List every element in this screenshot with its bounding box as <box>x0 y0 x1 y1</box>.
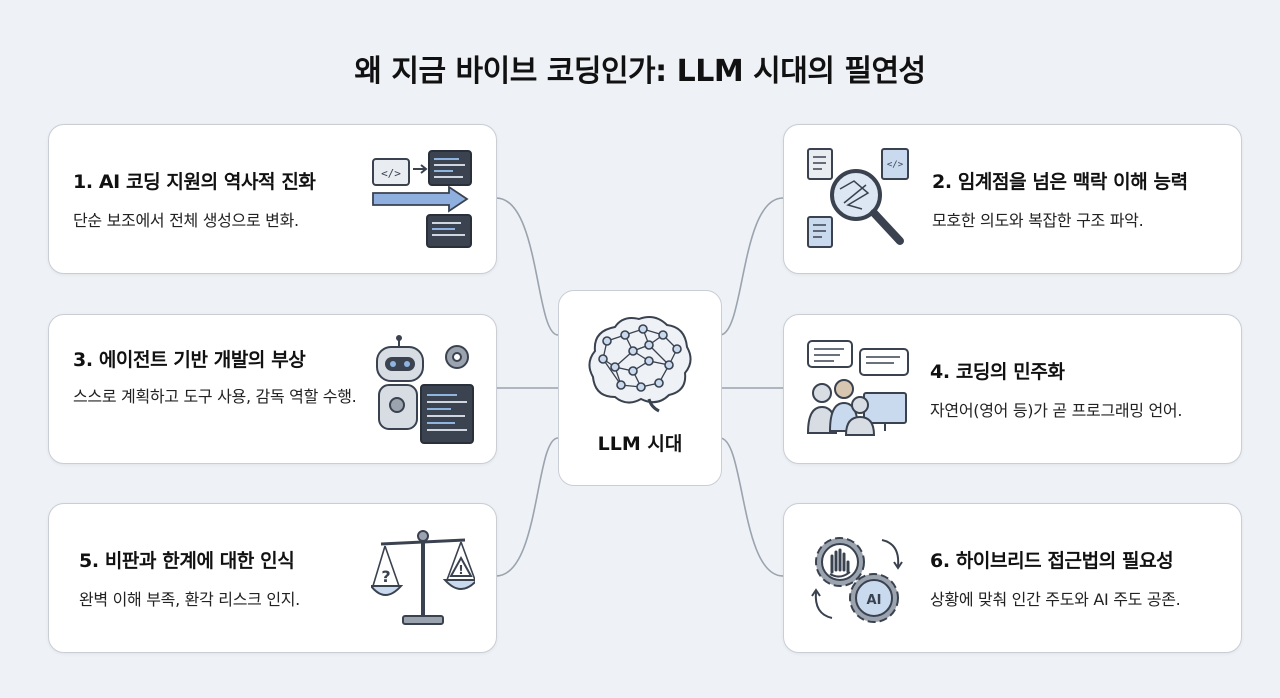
svg-text:</>: </> <box>887 160 904 170</box>
balance-scale-icon: ? ! <box>371 530 475 625</box>
ai-badge: AI <box>867 593 882 608</box>
card-description: 완벽 이해 부족, 환각 리스크 인지. <box>79 590 300 609</box>
card-heading: 3. 에이전트 기반 개발의 부상 <box>73 349 306 371</box>
card-coding-democratization: 4. 코딩의 민주화 자연어(영어 등)가 곧 프로그래밍 언어. <box>783 314 1242 464</box>
connector-5 <box>495 437 559 577</box>
card-description: 모호한 의도와 복잡한 구조 파악. <box>932 211 1144 230</box>
card-context-understanding: </> 2. 임계점을 넘은 맥락 이해 능력 모호한 의도와 복잡한 구조 파… <box>783 124 1242 274</box>
hybrid-gears-icon: AI <box>811 537 903 623</box>
card-heading: 1. AI 코딩 지원의 역사적 진화 <box>73 171 316 193</box>
magnifier-documents-icon: </> <box>807 148 909 248</box>
card-description: 자연어(영어 등)가 곧 프로그래밍 언어. <box>930 401 1183 420</box>
card-heading: 5. 비판과 한계에 대한 인식 <box>79 550 295 572</box>
card-ai-coding-history: 1. AI 코딩 지원의 역사적 진화 단순 보조에서 전체 생성으로 변화. … <box>48 124 497 274</box>
card-agent-development: 3. 에이전트 기반 개발의 부상 스스로 계획하고 도구 사용, 감독 역할 … <box>48 314 497 464</box>
svg-text:!: ! <box>458 563 463 577</box>
svg-text:?: ? <box>381 567 390 586</box>
svg-text:</>: </> <box>381 167 401 180</box>
robot-agent-icon <box>376 335 474 444</box>
brain-network-icon <box>588 316 692 413</box>
connector-1 <box>495 197 559 336</box>
people-chat-icon <box>806 340 909 436</box>
card-description: 단순 보조에서 전체 생성으로 변화. <box>73 211 299 230</box>
card-description: 상황에 맞춰 인간 주도와 AI 주도 공존. <box>930 590 1181 609</box>
code-evolution-icon: </> <box>372 150 472 248</box>
card-critique-limits: 5. 비판과 한계에 대한 인식 완벽 이해 부족, 환각 리스크 인지. ? … <box>48 503 497 653</box>
connector-2 <box>719 197 784 336</box>
connector-6 <box>719 437 784 577</box>
card-description: 스스로 계획하고 도구 사용, 감독 역할 수행. <box>73 387 357 406</box>
card-hybrid-approach: AI 6. 하이브리드 접근법의 필요성 상황에 맞춰 인간 주도와 AI 주도… <box>783 503 1242 653</box>
card-heading: 4. 코딩의 민주화 <box>930 361 1065 383</box>
page-title: 왜 지금 바이브 코딩인가: LLM 시대의 필연성 <box>354 54 926 89</box>
center-label: LLM 시대 <box>597 433 683 455</box>
card-heading: 2. 임계점을 넘은 맥락 이해 능력 <box>932 171 1188 193</box>
center-node: LLM 시대 <box>558 290 722 486</box>
card-heading: 6. 하이브리드 접근법의 필요성 <box>930 550 1174 572</box>
